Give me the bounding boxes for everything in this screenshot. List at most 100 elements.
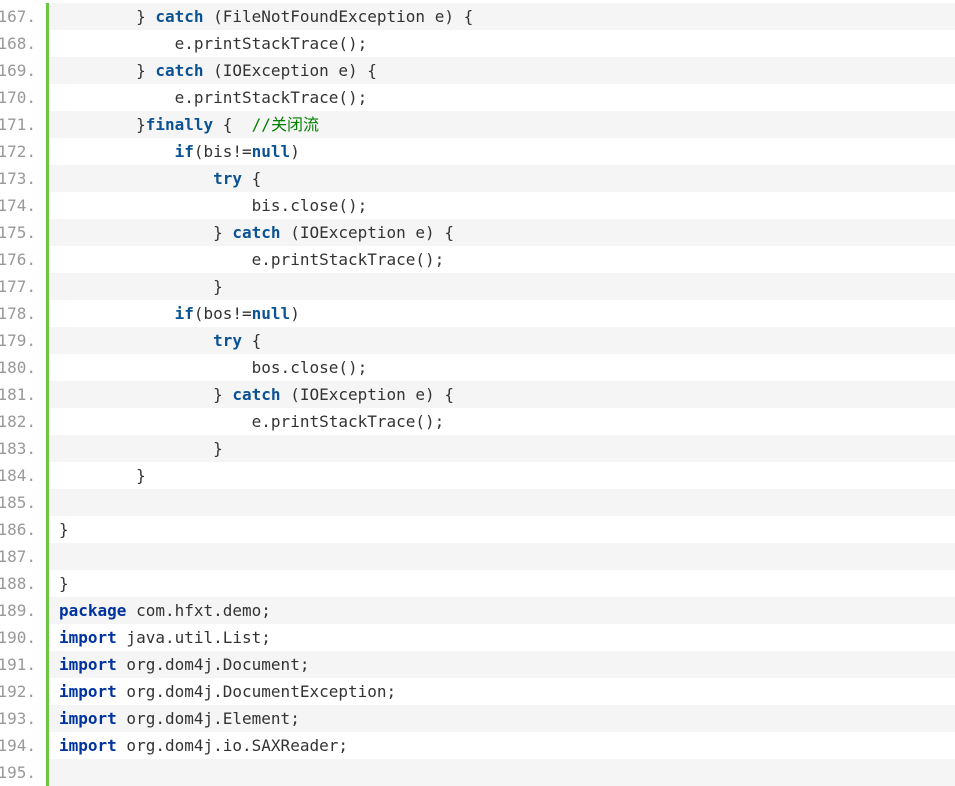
line-number: 195. <box>0 763 36 782</box>
line-number-gutter: 183. <box>0 435 49 462</box>
code-keyword: catch <box>232 223 281 242</box>
code-token <box>59 331 213 350</box>
line-number: 168. <box>0 34 36 53</box>
code-text: } catch (IOException e) { <box>49 219 955 246</box>
line-number-gutter: 174. <box>0 192 49 219</box>
code-text: e.printStackTrace(); <box>49 84 955 111</box>
code-keyword: catch <box>232 385 281 404</box>
line-number: 193. <box>0 709 36 728</box>
code-token: e.printStackTrace(); <box>59 34 368 53</box>
line-number-gutter: 185. <box>0 489 49 516</box>
code-line: 185. <box>0 489 955 516</box>
line-number-gutter: 178. <box>0 300 49 327</box>
code-text: } <box>49 570 955 597</box>
code-text: try { <box>49 327 955 354</box>
code-token: (FileNotFoundException e) { <box>203 7 474 26</box>
code-token: e.printStackTrace(); <box>59 88 368 107</box>
code-token: } <box>59 223 233 242</box>
line-number: 175. <box>0 223 36 242</box>
line-number-gutter: 194. <box>0 732 49 759</box>
line-number: 176. <box>0 250 36 269</box>
line-number: 194. <box>0 736 36 755</box>
code-line: 189. package com.hfxt.demo; <box>0 597 955 624</box>
code-keyword: if <box>174 142 194 161</box>
code-token: } <box>59 7 156 26</box>
line-number: 191. <box>0 655 36 674</box>
line-number-gutter: 193. <box>0 705 49 732</box>
line-number: 188. <box>0 574 36 593</box>
code-keyword: try <box>213 169 243 188</box>
line-number-gutter: 171. <box>0 111 49 138</box>
line-number: 192. <box>0 682 36 701</box>
line-number: 178. <box>0 304 36 323</box>
line-number-gutter: 170. <box>0 84 49 111</box>
line-number: 167. <box>0 7 36 26</box>
code-text: } catch (FileNotFoundException e) { <box>49 3 955 30</box>
code-token: org.dom4j.Document; <box>116 655 310 674</box>
code-text: e.printStackTrace(); <box>49 30 955 57</box>
line-number: 170. <box>0 88 36 107</box>
code-line: 173. try { <box>0 165 955 192</box>
line-number-gutter: 180. <box>0 354 49 381</box>
line-number-gutter: 184. <box>0 462 49 489</box>
code-token: (IOException e) { <box>280 385 454 404</box>
line-number: 186. <box>0 520 36 539</box>
line-number: 180. <box>0 358 36 377</box>
code-keyword: import <box>59 655 117 674</box>
code-line: 176. e.printStackTrace(); <box>0 246 955 273</box>
code-text: try { <box>49 165 955 192</box>
line-number: 183. <box>0 439 36 458</box>
code-token: } <box>59 466 146 485</box>
line-number: 173. <box>0 169 36 188</box>
code-text <box>49 543 955 570</box>
code-line: 184. } <box>0 462 955 489</box>
code-line: 192.import org.dom4j.DocumentException; <box>0 678 955 705</box>
code-keyword: catch <box>155 61 204 80</box>
code-text: import org.dom4j.Element; <box>49 705 955 732</box>
code-token: (bos!= <box>193 304 252 323</box>
code-line: 180. bos.close(); <box>0 354 955 381</box>
code-token: } <box>59 439 223 458</box>
code-line: 168. e.printStackTrace(); <box>0 30 955 57</box>
code-line: 188.} <box>0 570 955 597</box>
line-number-gutter: 192. <box>0 678 49 705</box>
line-number-gutter: 169. <box>0 57 49 84</box>
code-line: 174. bis.close(); <box>0 192 955 219</box>
code-keyword: import <box>59 628 117 647</box>
code-text: e.printStackTrace(); <box>49 408 955 435</box>
code-keyword: package <box>59 601 127 620</box>
line-number-gutter: 195. <box>0 759 49 786</box>
code-token: ) <box>290 142 300 161</box>
code-token: e.printStackTrace(); <box>59 412 445 431</box>
code-token: } <box>59 520 69 539</box>
line-number: 172. <box>0 142 36 161</box>
code-token: org.dom4j.Element; <box>116 709 300 728</box>
code-token <box>59 304 175 323</box>
code-token: org.dom4j.io.SAXReader; <box>116 736 348 755</box>
code-token: } <box>59 385 233 404</box>
code-token: bis.close(); <box>59 196 368 215</box>
code-text: import org.dom4j.io.SAXReader; <box>49 732 955 759</box>
line-number-gutter: 188. <box>0 570 49 597</box>
code-line: 191. import org.dom4j.Document; <box>0 651 955 678</box>
code-token: ) <box>290 304 300 323</box>
code-line: 183. } <box>0 435 955 462</box>
code-token: com.hfxt.demo; <box>126 601 271 620</box>
code-line: 190.import java.util.List; <box>0 624 955 651</box>
code-line: 175. } catch (IOException e) { <box>0 219 955 246</box>
line-number-gutter: 182. <box>0 408 49 435</box>
code-line: 181. } catch (IOException e) { <box>0 381 955 408</box>
line-number-gutter: 177. <box>0 273 49 300</box>
code-token: e.printStackTrace(); <box>59 250 445 269</box>
code-text: } catch (IOException e) { <box>49 381 955 408</box>
line-number-gutter: 179. <box>0 327 49 354</box>
line-number: 187. <box>0 547 36 566</box>
code-token: } <box>59 61 156 80</box>
code-text: } <box>49 516 955 543</box>
code-keyword: if <box>174 304 194 323</box>
line-number-gutter: 189. <box>0 597 49 624</box>
code-line: 186.} <box>0 516 955 543</box>
line-number-gutter: 173. <box>0 165 49 192</box>
line-number: 182. <box>0 412 36 431</box>
code-text: bis.close(); <box>49 192 955 219</box>
